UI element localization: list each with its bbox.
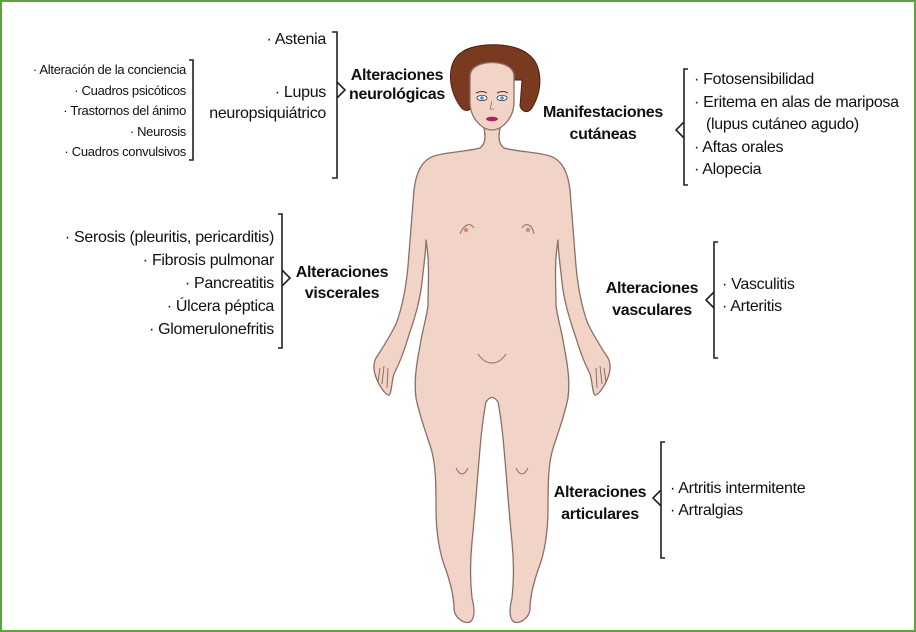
visceral-heading: Alteraciones viscerales xyxy=(294,262,390,304)
cutaneous-item: · Aftas orales xyxy=(694,137,899,160)
neuro-heading-line2: neurológicas xyxy=(348,85,446,104)
neuro-sublist-item: · Cuadros convulsivos xyxy=(8,142,186,163)
bracket-articular xyxy=(653,442,665,558)
vascular-heading: Alteraciones vasculares xyxy=(600,278,704,322)
neuro-astenia: · Astenia xyxy=(202,30,326,50)
body-silhouette xyxy=(374,128,610,622)
vascular-item: · Vasculitis xyxy=(722,274,795,296)
visceral-item: · Glomerulonefritis xyxy=(16,318,274,341)
visceral-item: · Pancreatitis xyxy=(16,272,274,295)
neuro-sublist-item: · Alteración de la conciencia xyxy=(8,60,186,81)
vascular-heading-line2: vasculares xyxy=(600,300,704,322)
neuro-heading-line1: Alteraciones xyxy=(348,66,446,85)
visceral-heading-line1: Alteraciones xyxy=(294,262,390,283)
articular-list: · Artritis intermitente · Artralgias xyxy=(670,478,805,522)
bracket-astenia xyxy=(332,32,345,178)
neuro-lupus-line2: neuropsiquiátrico xyxy=(192,103,326,124)
bracket-cutaneous xyxy=(676,69,688,185)
cutaneous-item: (lupus cutáneo agudo) xyxy=(694,114,899,137)
cutaneous-heading-line1: Manifestaciones xyxy=(538,102,668,124)
cutaneous-item: · Fotosensibilidad xyxy=(694,69,899,92)
articular-heading-line2: articulares xyxy=(548,504,652,526)
neuro-lupus-line1: · Lupus xyxy=(192,82,326,103)
cutaneous-list: · Fotosensibilidad · Eritema en alas de … xyxy=(694,69,899,182)
articular-heading: Alteraciones articulares xyxy=(548,482,652,526)
neuro-sublist-item: · Neurosis xyxy=(8,122,186,143)
mouth-icon xyxy=(486,117,498,122)
visceral-item: · Serosis (pleuritis, pericarditis) xyxy=(16,226,274,249)
articular-item: · Artralgias xyxy=(670,500,805,522)
vascular-item: · Arteritis xyxy=(722,296,795,318)
articular-item: · Artritis intermitente xyxy=(670,478,805,500)
visceral-item: · Úlcera péptica xyxy=(16,295,274,318)
vascular-heading-line1: Alteraciones xyxy=(600,278,704,300)
cutaneous-heading-line2: cutáneas xyxy=(538,124,668,146)
cutaneous-heading: Manifestaciones cutáneas xyxy=(538,102,668,146)
neuro-sublist-item: · Cuadros psicóticos xyxy=(8,81,186,102)
neuro-lupus: · Lupus neuropsiquiátrico xyxy=(192,82,326,124)
neuro-heading: Alteraciones neurológicas xyxy=(348,66,446,104)
cutaneous-item: · Eritema en alas de mariposa xyxy=(694,92,899,115)
visceral-list: · Serosis (pleuritis, pericarditis) · Fi… xyxy=(16,226,274,341)
neuro-sublist: · Alteración de la conciencia · Cuadros … xyxy=(8,60,186,163)
neuro-sublist-item: · Trastornos del ánimo xyxy=(8,101,186,122)
articular-heading-line1: Alteraciones xyxy=(548,482,652,504)
visceral-item: · Fibrosis pulmonar xyxy=(16,249,274,272)
bracket-visceral xyxy=(278,214,290,348)
bracket-vascular xyxy=(706,242,718,358)
visceral-heading-line2: viscerales xyxy=(294,283,390,304)
cutaneous-item: · Alopecia xyxy=(694,159,899,182)
vascular-list: · Vasculitis · Arteritis xyxy=(722,274,795,318)
